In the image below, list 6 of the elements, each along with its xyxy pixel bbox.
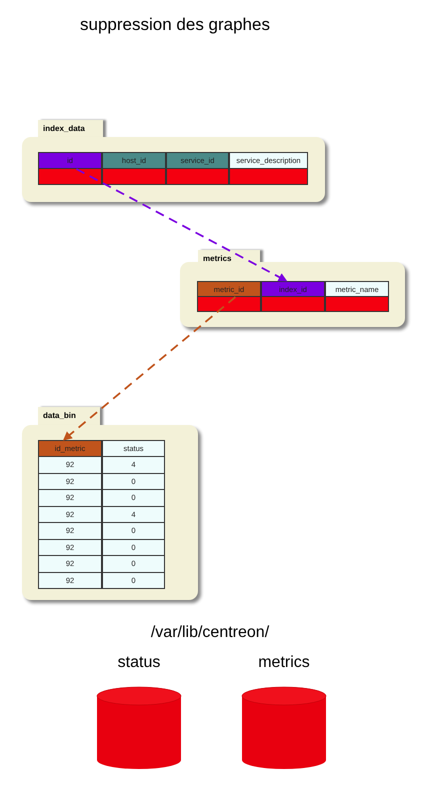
title: suppression des graphes	[79, 15, 271, 35]
path-label: /var/lib/centreon/	[150, 624, 270, 642]
dashed-arrow	[76, 168, 288, 282]
database-label: status	[116, 654, 162, 672]
database-label: metrics	[257, 654, 311, 672]
dashed-arrow	[62, 296, 236, 441]
